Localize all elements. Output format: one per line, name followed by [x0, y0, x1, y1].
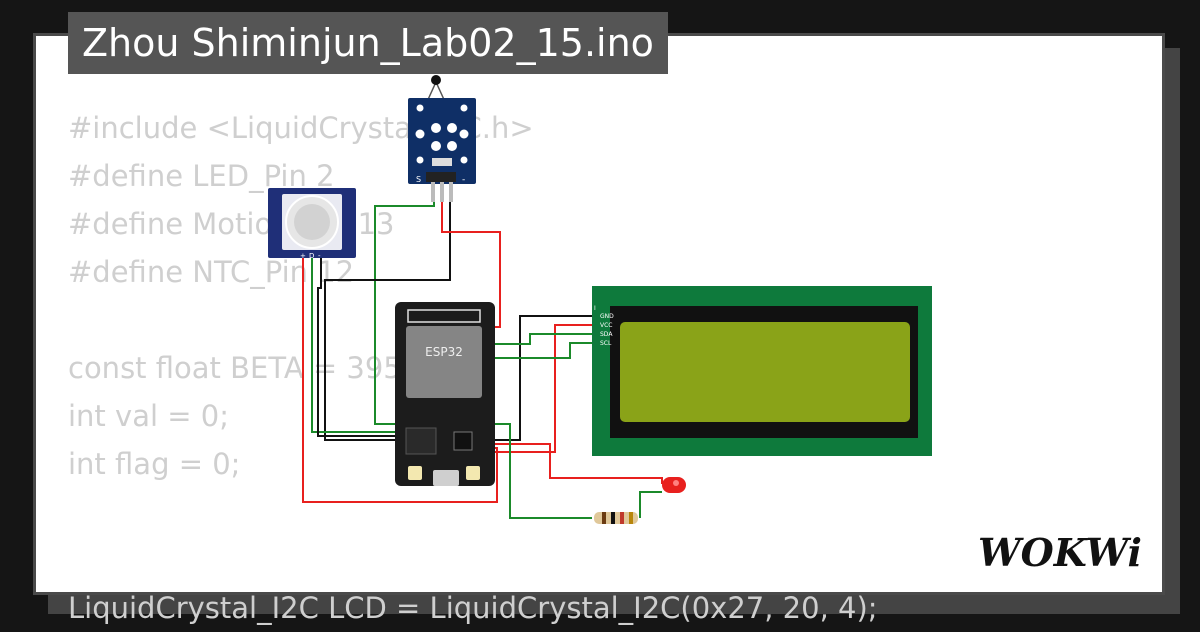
wire-ntc-ground	[324, 186, 451, 441]
resistor[interactable]	[594, 512, 638, 524]
code-line: int flag = 0;	[68, 447, 241, 481]
pir-pin-label: D	[309, 252, 314, 260]
lcd-pin-label: VCC	[600, 322, 612, 329]
project-title[interactable]: Zhou Shiminjun_Lab02_15.ino	[68, 12, 668, 74]
code-line: int val = 0;	[68, 399, 229, 433]
ntc-sensor[interactable]: S -	[408, 75, 476, 202]
wire-resistor	[486, 423, 592, 519]
ntc-pin-label: -	[462, 175, 465, 185]
wire-led	[486, 443, 663, 484]
code-line: const float BETA = 3950;	[68, 351, 430, 385]
code-line: #define NTC_Pin 12	[68, 255, 355, 289]
pir-sensor[interactable]: + D -	[268, 188, 356, 260]
lcd-pin-header-label: I	[594, 305, 596, 312]
wire-lcd-scl	[486, 342, 597, 359]
wire-lcd-vcc	[486, 324, 597, 453]
wokwi-logo: WOKWi	[978, 530, 1142, 575]
pir-pin-label: -	[318, 252, 321, 260]
lcd-pin-label: SCL	[600, 340, 612, 347]
red-led[interactable]	[662, 477, 686, 493]
wire-ntc-vcc	[441, 186, 501, 328]
code-line: #include <LiquidCrystal_I2C.h>	[68, 111, 534, 145]
wokwi-logo-text: WOKWi	[978, 530, 1142, 575]
lcd-pin-label: GND	[600, 313, 614, 320]
wire-lcd-sda	[486, 333, 597, 345]
wire-pir-data	[311, 258, 404, 433]
code-background: #include <LiquidCrystal_I2C.h> #define L…	[68, 104, 878, 632]
wire-lcd-gnd	[486, 315, 597, 441]
wire-resistor-led	[639, 491, 662, 518]
pir-pin-label: +	[300, 252, 306, 260]
lcd-pin-label: SDA	[600, 331, 613, 338]
lcd-display[interactable]: I GND VCC SDA SCL	[592, 286, 932, 456]
esp32-label: ESP32	[425, 345, 463, 359]
wire-pir-ground	[317, 258, 404, 437]
code-line: LiquidCrystal_I2C LCD = LiquidCrystal_I2…	[68, 591, 878, 625]
esp32-board[interactable]: ESP32	[395, 302, 495, 486]
ntc-pin-label: S	[416, 175, 421, 184]
code-line: #define LED_Pin 2	[68, 159, 335, 193]
